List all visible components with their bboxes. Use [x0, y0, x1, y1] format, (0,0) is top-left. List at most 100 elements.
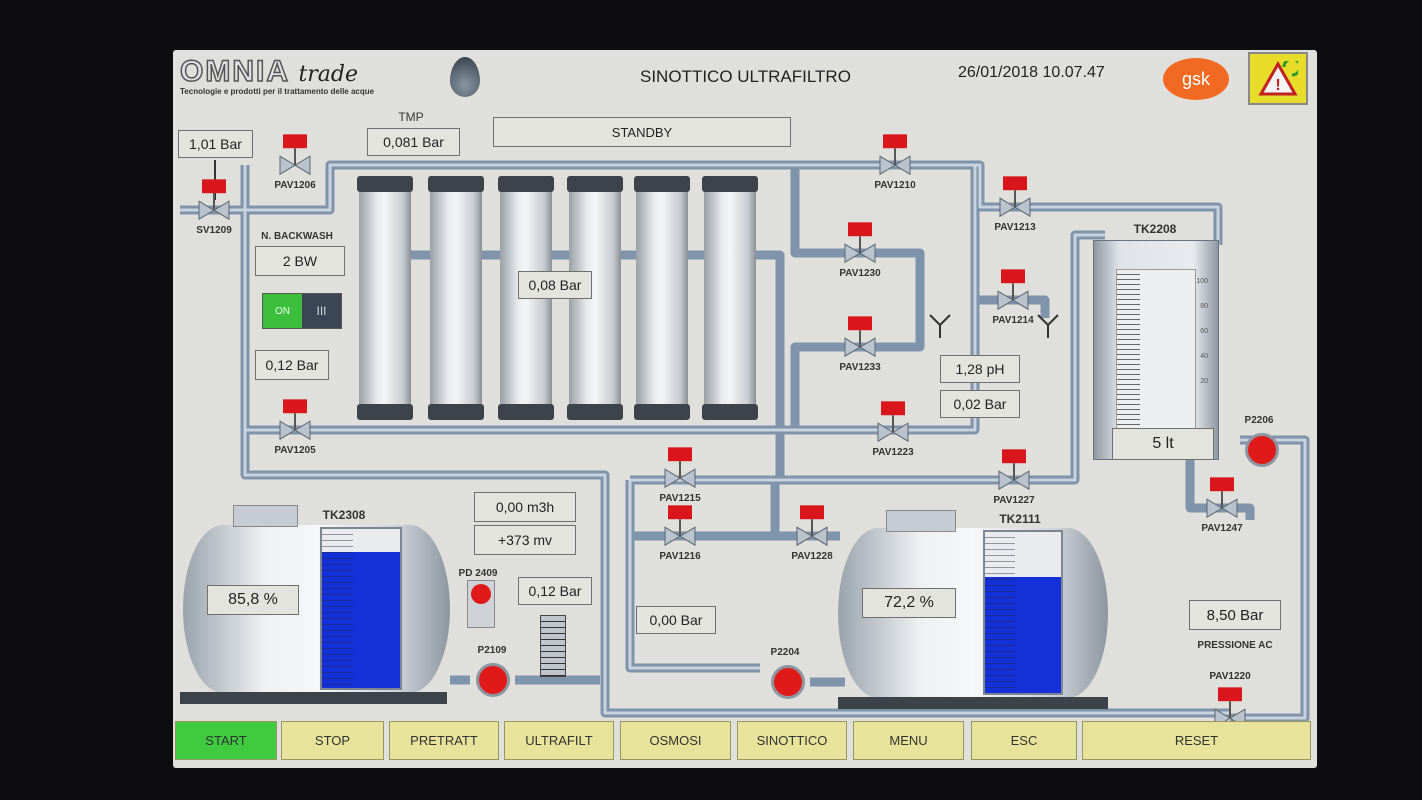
scale-tick: 20 — [1200, 378, 1208, 385]
valve-label: PAV1230 — [839, 268, 881, 280]
datetime: 26/01/2018 10.07.47 — [958, 64, 1105, 81]
valve-icon — [664, 505, 696, 547]
valve-pav1215[interactable]: PAV1215 — [659, 447, 701, 504]
valve-label: PAV1206 — [274, 180, 316, 192]
valve-label: PAV1210 — [874, 180, 916, 192]
alarm-button[interactable]: ! — [1248, 52, 1308, 105]
valve-label: PAV1227 — [993, 495, 1035, 507]
valve-label: PAV1215 — [659, 493, 701, 505]
osmosi-button[interactable]: OSMOSI — [620, 721, 731, 760]
scale-tick: 40 — [1200, 353, 1208, 360]
valve-pav1214[interactable]: PAV1214 — [992, 269, 1034, 326]
pressure-ac-label: PRESSIONE AC — [1197, 640, 1273, 651]
tk2111-percent: 72,2 % — [862, 588, 956, 618]
page-title: SINOTTICO ULTRAFILTRO — [640, 67, 851, 86]
tank-base — [180, 692, 447, 704]
valve-pav1228[interactable]: PAV1228 — [791, 505, 833, 562]
cartridge-filter — [540, 615, 566, 677]
gsk-logo-text: gsk — [1181, 68, 1210, 89]
valve-pav1233[interactable]: PAV1233 — [839, 316, 881, 373]
toggle-on: ON — [263, 294, 302, 328]
backwash-count[interactable]: 2 BW — [255, 246, 345, 276]
valve-icon — [879, 134, 911, 176]
tk2111-level-gauge — [983, 530, 1063, 695]
toggle-off: III — [302, 294, 341, 328]
svg-text:!: ! — [1275, 77, 1280, 94]
omnia-logo: OMNIA trade Tecnologie e prodotti per il… — [179, 54, 490, 103]
tk2308-label: TK2308 — [322, 508, 366, 522]
pump-p2206[interactable] — [1245, 433, 1279, 467]
valve-pav1205[interactable]: PAV1205 — [274, 399, 316, 456]
warning-triangle-icon: ! — [1258, 60, 1298, 95]
scale-tick: 60 — [1200, 328, 1208, 335]
ultrafilter-module — [634, 176, 690, 420]
menu-button[interactable]: MENU — [853, 721, 964, 760]
valve-label: SV1209 — [196, 225, 232, 237]
valve-pav1210[interactable]: PAV1210 — [874, 134, 916, 191]
valve-pav1227[interactable]: PAV1227 — [993, 449, 1035, 506]
flow-rate: 0,00 m3h — [474, 492, 576, 522]
valve-icon — [997, 269, 1029, 311]
pd2409-label: PD 2409 — [458, 568, 498, 579]
valve-icon — [844, 316, 876, 358]
tk2111-level-fill — [985, 576, 1061, 693]
valve-label: PAV1247 — [1201, 523, 1243, 535]
valve-label: PAV1220 — [1209, 671, 1251, 683]
valve-pav1223[interactable]: PAV1223 — [872, 401, 914, 458]
start-button[interactable]: START — [175, 721, 277, 760]
tmp-value: 0,081 Bar — [367, 128, 460, 156]
p2204-pressure: 0,00 Bar — [636, 606, 716, 634]
valve-icon — [796, 505, 828, 547]
tk2308-level-gauge — [320, 527, 402, 690]
stop-button[interactable]: STOP — [281, 721, 384, 760]
ultrafilt-button[interactable]: ULTRAFILT — [504, 721, 614, 760]
tk2308-percent: 85,8 % — [207, 585, 299, 615]
valve-label: PAV1213 — [994, 222, 1036, 234]
valve-pav1216[interactable]: PAV1216 — [659, 505, 701, 562]
valve-sv1209[interactable]: SV1209 — [196, 179, 232, 236]
esc-button[interactable]: ESC — [971, 721, 1077, 760]
tk2208-label: TK2208 — [1133, 222, 1177, 236]
pump-p2109[interactable] — [476, 663, 510, 697]
tmp-label: TMP — [398, 110, 424, 124]
scale-tick: 80 — [1200, 303, 1208, 310]
valve-label: PAV1205 — [274, 445, 316, 457]
p2206-label: P2206 — [1244, 415, 1274, 426]
valve-label: PAV1233 — [839, 362, 881, 374]
valve-icon — [999, 176, 1031, 218]
logo-tagline: Tecnologie e prodotti per il trattamento… — [180, 87, 375, 96]
backwash-toggle[interactable]: ON III — [262, 293, 342, 329]
tk2208-level: 5 lt — [1112, 428, 1214, 460]
tk2308-level-fill — [322, 551, 400, 688]
tank-base — [838, 697, 1108, 709]
sinottico-button[interactable]: SINOTTICO — [737, 721, 847, 760]
pump-p2204[interactable] — [771, 665, 805, 699]
valve-icon — [1206, 477, 1238, 519]
logo-name: OMNIA — [179, 54, 290, 89]
tank-manhole — [886, 510, 956, 532]
reset-button[interactable]: RESET — [1082, 721, 1311, 760]
valve-pav1247[interactable]: PAV1247 — [1201, 477, 1243, 534]
valve-label: PAV1216 — [659, 551, 701, 563]
status-display: STANDBY — [493, 117, 791, 147]
ultrafilter-module — [357, 176, 413, 420]
valve-icon — [198, 179, 230, 221]
valve-pav1213[interactable]: PAV1213 — [994, 176, 1036, 233]
pressure-ac: 8,50 Bar — [1189, 600, 1281, 630]
ultrafilter-module — [702, 176, 758, 420]
valve-pav1230[interactable]: PAV1230 — [839, 222, 881, 279]
valve-icon — [998, 449, 1030, 491]
valve-icon — [279, 134, 311, 176]
redox-value: +373 mv — [474, 525, 576, 555]
valve-pav1206[interactable]: PAV1206 — [274, 134, 316, 191]
inlet-pressure: 1,01 Bar — [178, 130, 253, 158]
p2204-label: P2204 — [770, 647, 800, 658]
ph-value: 1,28 pH — [940, 355, 1020, 383]
filter-pressure: 0,08 Bar — [518, 271, 592, 299]
pressure-left: 0,12 Bar — [255, 350, 329, 380]
dosing-pump-pd2409[interactable] — [467, 580, 495, 628]
backwash-label: N. BACKWASH — [261, 231, 333, 242]
valve-label: PAV1223 — [872, 447, 914, 459]
pretratt-button[interactable]: PRETRATT — [389, 721, 499, 760]
